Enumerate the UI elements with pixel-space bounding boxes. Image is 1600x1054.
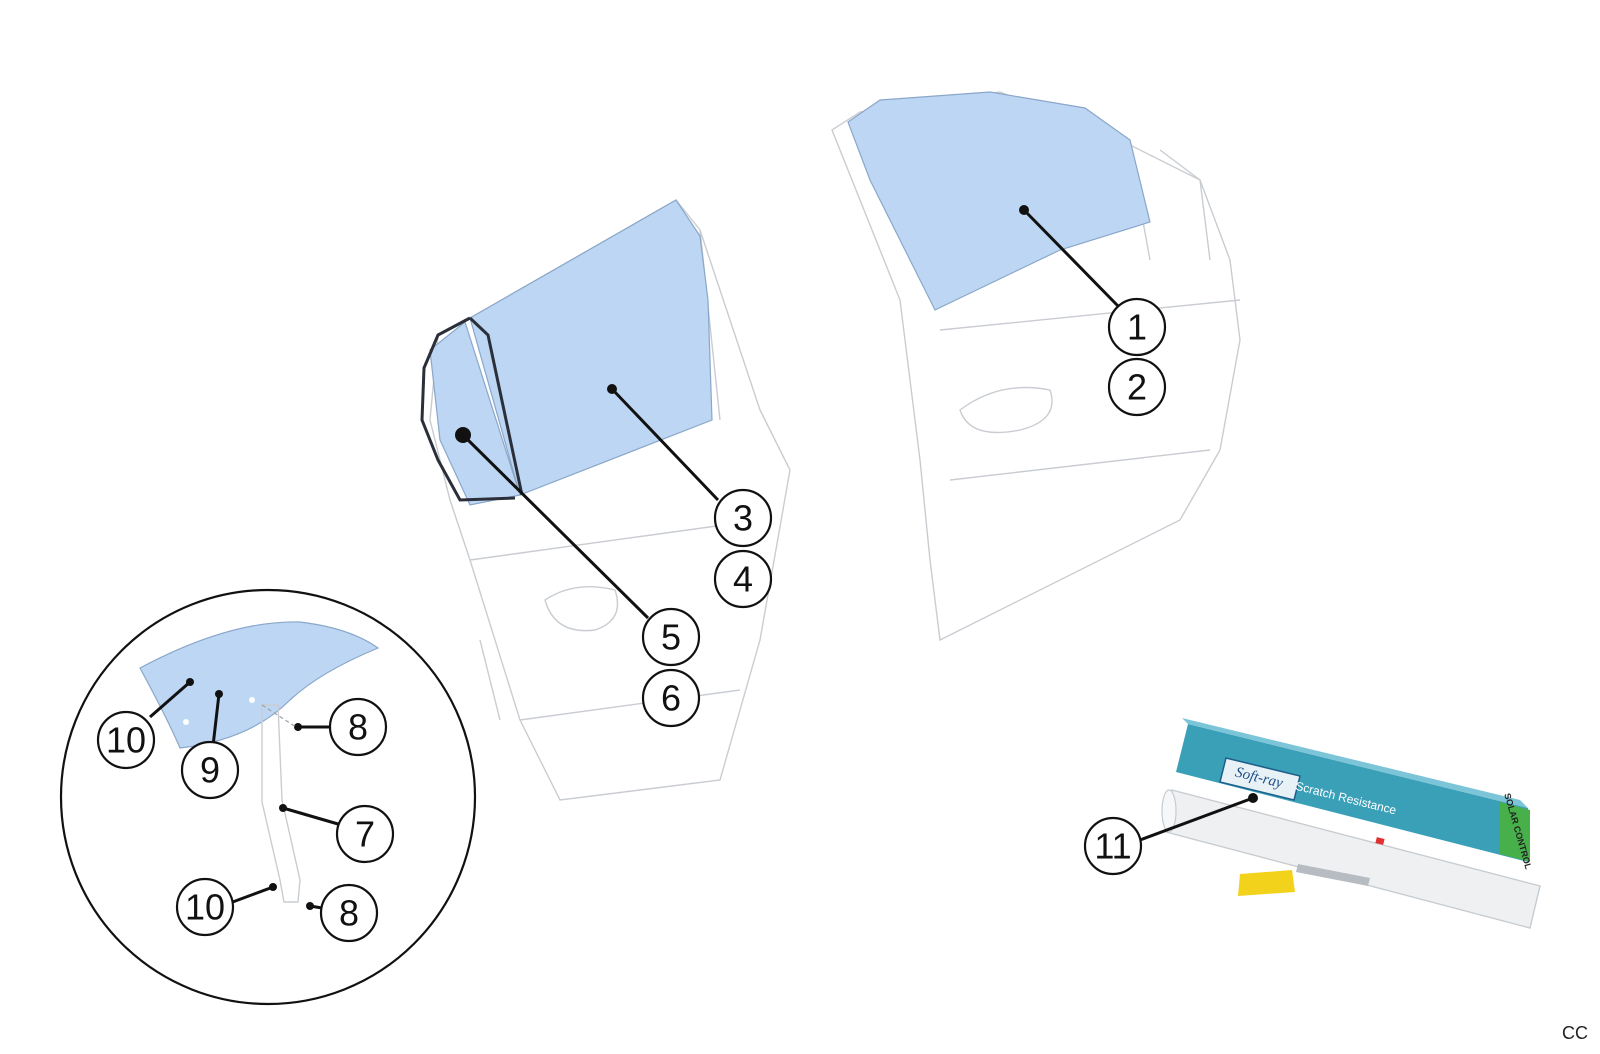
regulator-bracket: [261, 704, 301, 903]
window-film-kit: Soft-ray Scratch Resistance SOLAR CONTRO…: [1161, 718, 1541, 929]
detail-inset: [59, 588, 477, 1006]
callout-5: 5: [641, 607, 701, 667]
svg-text:7: 7: [355, 814, 375, 855]
film-cutter: [1296, 864, 1370, 886]
film-box: [1176, 724, 1528, 862]
callout-8-bottom: 8: [319, 883, 379, 943]
quarter-glass-frame: [420, 316, 516, 502]
svg-text:9: 9: [200, 750, 220, 791]
callout-8-top: 8: [328, 697, 388, 757]
callout-9: 9: [180, 740, 240, 800]
callout-7: 7: [335, 804, 395, 864]
corner-code: CC: [1562, 1023, 1588, 1043]
callout-3: 3: [713, 488, 773, 548]
callout-11: 11: [1083, 816, 1143, 876]
squeegee: [1238, 870, 1295, 896]
svg-text:3: 3: [733, 498, 753, 539]
callout-10-top: 10: [96, 710, 156, 770]
svg-text:10: 10: [185, 887, 225, 928]
svg-text:11: 11: [1094, 826, 1131, 867]
inset-glass: [139, 621, 380, 749]
svg-text:4: 4: [733, 559, 753, 600]
svg-text:8: 8: [339, 893, 359, 934]
callout-2: 2: [1107, 357, 1167, 417]
callout-10-bottom: 10: [175, 877, 235, 937]
svg-text:10: 10: [106, 720, 146, 761]
svg-text:6: 6: [661, 678, 681, 719]
svg-text:1: 1: [1127, 307, 1147, 348]
front-door-window-glass: [847, 91, 1151, 311]
svg-text:5: 5: [661, 617, 681, 658]
svg-text:2: 2: [1127, 367, 1147, 408]
callout-1: 1: [1107, 297, 1167, 357]
svg-text:8: 8: [348, 707, 368, 748]
leader-lines: [149, 205, 1258, 910]
front-door: [831, 91, 1241, 642]
rear-door: [420, 199, 791, 801]
callout-4: 4: [713, 549, 773, 609]
callout-6: 6: [641, 668, 701, 728]
